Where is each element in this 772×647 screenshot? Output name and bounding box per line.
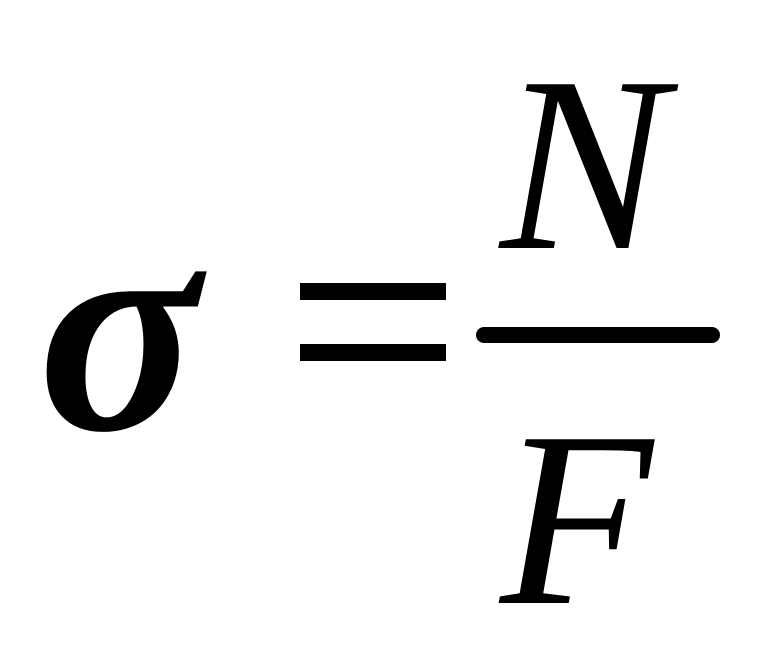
equals-bar-top xyxy=(300,283,446,300)
equals-bar-bottom xyxy=(300,344,446,361)
fraction-bar xyxy=(476,327,720,343)
fraction-numerator: N xyxy=(500,26,667,303)
sigma-symbol: σ xyxy=(38,162,200,494)
fraction-denominator: F xyxy=(500,381,653,647)
